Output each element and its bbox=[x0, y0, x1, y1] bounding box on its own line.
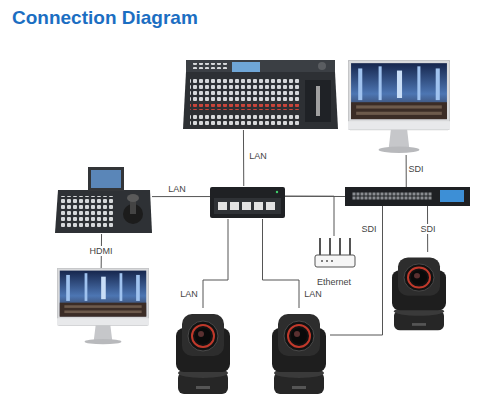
router-body bbox=[315, 255, 355, 267]
router bbox=[315, 238, 355, 267]
camera-controller bbox=[55, 167, 152, 233]
switch-face bbox=[214, 198, 281, 214]
antenna bbox=[339, 238, 341, 256]
signal-label: SDI bbox=[419, 224, 436, 234]
lan-port bbox=[218, 202, 227, 210]
tbar-lever bbox=[316, 86, 320, 116]
device-node bbox=[388, 252, 450, 334]
monitor bbox=[348, 60, 450, 153]
ptz-camera bbox=[272, 314, 326, 394]
status-led bbox=[276, 191, 278, 193]
monitor bbox=[57, 268, 149, 344]
sdi-converter bbox=[345, 187, 470, 206]
video-switcher bbox=[183, 60, 338, 129]
lan-port bbox=[266, 202, 275, 210]
cable-line bbox=[152, 196, 210, 197]
rack-body bbox=[345, 187, 470, 206]
cable-line bbox=[330, 206, 383, 335]
signal-label: LAN bbox=[167, 184, 187, 194]
device-node bbox=[172, 308, 234, 398]
button-grid bbox=[60, 196, 114, 228]
signal-label: HDMI bbox=[89, 246, 114, 256]
switch-body bbox=[210, 187, 285, 218]
status-led bbox=[326, 260, 328, 262]
rack-screen bbox=[440, 190, 464, 202]
device-node bbox=[55, 166, 152, 234]
signal-label: LAN bbox=[303, 289, 323, 299]
status-led bbox=[321, 260, 323, 262]
signal-label: SDI bbox=[360, 224, 377, 234]
controller-body bbox=[55, 190, 152, 233]
button-row bbox=[192, 63, 228, 69]
signal-label: LAN bbox=[179, 289, 199, 299]
controller-display bbox=[88, 167, 124, 191]
device-node bbox=[183, 60, 338, 130]
diagram-title: Connection Diagram bbox=[12, 6, 198, 30]
status-led bbox=[331, 260, 333, 262]
switcher-top bbox=[186, 60, 335, 74]
cable-line bbox=[285, 196, 345, 197]
cable-line bbox=[263, 219, 300, 308]
device-node bbox=[348, 60, 450, 155]
controller-screen bbox=[91, 170, 121, 188]
network-switch bbox=[210, 187, 285, 218]
switcher-joystick bbox=[318, 62, 326, 70]
device-label: Ethernet bbox=[317, 277, 351, 288]
device-node bbox=[268, 308, 330, 398]
antenna bbox=[349, 238, 351, 256]
switcher-lcd bbox=[232, 62, 260, 72]
device-node bbox=[57, 268, 149, 346]
cable-line bbox=[285, 196, 334, 236]
tbar-panel bbox=[305, 80, 331, 122]
device-node bbox=[345, 187, 470, 206]
ptz-camera bbox=[176, 314, 230, 394]
device-node: Ethernet bbox=[306, 236, 362, 288]
signal-label: SDI bbox=[407, 164, 424, 174]
button-row bbox=[190, 104, 300, 110]
antenna bbox=[319, 238, 321, 256]
lan-port bbox=[242, 202, 251, 210]
ptz-camera bbox=[392, 257, 446, 330]
button-row bbox=[352, 192, 432, 200]
device-node bbox=[210, 186, 285, 219]
lan-port bbox=[230, 202, 239, 210]
antenna bbox=[329, 238, 331, 256]
button-grid bbox=[190, 113, 300, 125]
cable-line bbox=[203, 219, 228, 308]
joystick-knob bbox=[127, 194, 139, 202]
button-grid bbox=[190, 78, 300, 102]
lan-port bbox=[254, 202, 263, 210]
switcher-body bbox=[183, 72, 338, 129]
cable-line bbox=[243, 130, 244, 186]
signal-label: LAN bbox=[248, 151, 268, 161]
